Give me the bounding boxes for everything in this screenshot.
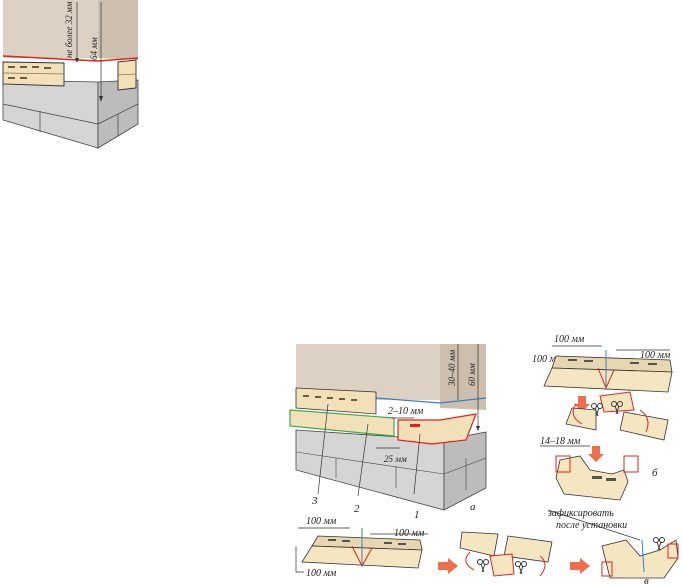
dim-right-top-label: 100 мм	[394, 528, 425, 539]
dim-gap-label: не более 32 мм	[64, 1, 74, 58]
siding-strip-cut	[459, 531, 499, 557]
callout-3: 3	[311, 495, 318, 507]
siding-strip-cut	[565, 407, 597, 431]
figure-letter-a: а	[470, 501, 476, 513]
wall-side	[440, 344, 486, 410]
callout-1: 1	[414, 509, 420, 521]
scissors-icon	[515, 561, 527, 575]
orange-arrow-icon	[438, 558, 458, 574]
dim-side-label: 100 мм	[532, 354, 563, 365]
wall-front	[3, 0, 98, 58]
dim-gap-label: 2–10 мм	[388, 406, 424, 417]
figure-top: не более 32 мм 64 мм	[2, 0, 139, 149]
scissors-icon	[611, 401, 623, 415]
figure-letter-c: в	[644, 575, 649, 584]
scissors-icon	[477, 559, 489, 573]
note-line-1: зафиксировать	[547, 508, 614, 519]
dim-right-top-label: 100 мм	[640, 350, 671, 361]
scissors-icon	[591, 403, 603, 417]
dim-top-label: 30–40 мм	[447, 350, 457, 387]
siding-panel-corner	[117, 59, 137, 91]
dim-notch-label: 14–18 мм	[540, 436, 581, 447]
note-line-2: после установки	[556, 520, 627, 531]
dim-left-top-label: 100 мм	[554, 334, 585, 345]
figure-c: 100 мм 100 мм 100 мм	[295, 508, 679, 584]
figure-a: 30–40 мм 60 мм 2–10 мм 25 мм 3 2 1 а	[289, 344, 487, 521]
callout-2: 2	[354, 503, 360, 515]
wall-front	[296, 344, 440, 400]
figure-b: 100 мм 100 мм 100 мм	[532, 334, 673, 501]
orange-arrow-icon	[588, 446, 604, 462]
orange-arrow-icon	[570, 558, 590, 574]
dim-left-top-label: 100 мм	[306, 516, 337, 527]
wall-side	[98, 0, 138, 60]
dim-side-label: 100 мм	[306, 568, 337, 579]
brick-base-side	[443, 431, 487, 511]
blue-edge-line	[375, 397, 487, 404]
scissors-icon	[653, 537, 665, 551]
orange-arrow-icon	[574, 396, 590, 412]
dim-right-label: 60 мм	[467, 363, 477, 386]
siding-corner-1	[397, 413, 477, 445]
figure-letter-b: б	[652, 467, 658, 479]
red-edge-line	[2, 55, 139, 62]
dim-height-label: 64 мм	[89, 37, 99, 60]
corner-piece	[601, 539, 679, 579]
curve-arrow	[572, 403, 583, 425]
dim-bottom-label: 25 мм	[384, 454, 407, 464]
siding-panel-3	[295, 387, 377, 415]
siding-panel-2	[289, 409, 395, 437]
